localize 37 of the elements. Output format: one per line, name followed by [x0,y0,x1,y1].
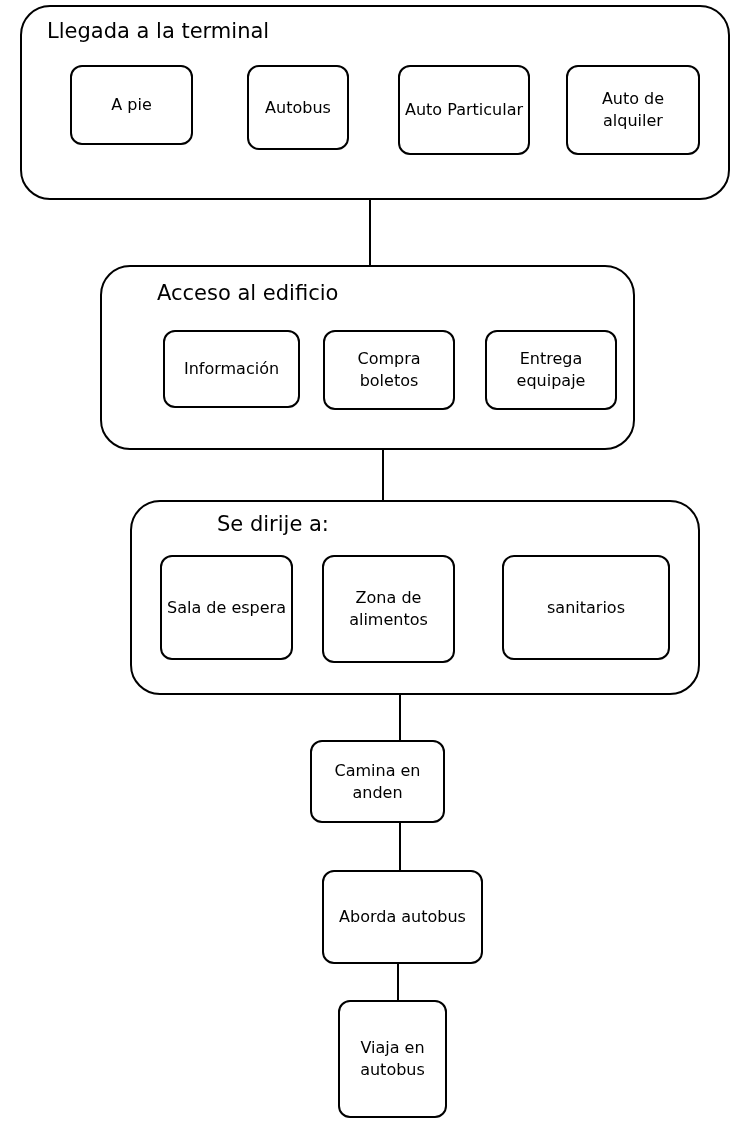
box-label: A pie [110,94,153,116]
connector-line [382,449,384,501]
process-box [70,65,193,145]
box-label: Autobus [264,96,332,119]
box-label: Viaja en autobus [359,1037,426,1081]
process-box [485,330,617,410]
group-box [100,265,635,450]
box-label: Camina en anden [333,759,422,804]
box-label: sanitarios [546,596,626,619]
box-label: Sala de espera [166,596,287,619]
box-label: Auto Particular [404,99,524,121]
box-label: Auto de alquiler [600,88,666,132]
process-box [323,330,455,410]
group-heading: Se dirije a: [217,512,329,536]
process-box [502,555,670,660]
group-heading: Acceso al edificio [157,281,339,305]
process-box [322,555,455,663]
process-box [163,330,300,408]
box-label: Información [182,358,281,380]
process-box [566,65,700,155]
process-box [398,65,530,155]
group-box [20,5,730,200]
process-box [338,1000,447,1118]
group-box [130,500,700,695]
connector-line [397,963,399,1001]
process-box [247,65,349,150]
connector-line [369,199,371,266]
box-label: Zona de alimentos [348,587,429,631]
box-label: Entrega equipaje [515,348,587,392]
connector-line [399,822,401,871]
box-label: Compra boletos [356,348,422,392]
process-box [310,740,445,823]
process-box [322,870,483,964]
group-heading: Llegada a la terminal [47,19,270,43]
box-label: Aborda autobus [338,906,467,928]
connector-line [399,694,401,741]
process-box [160,555,293,660]
